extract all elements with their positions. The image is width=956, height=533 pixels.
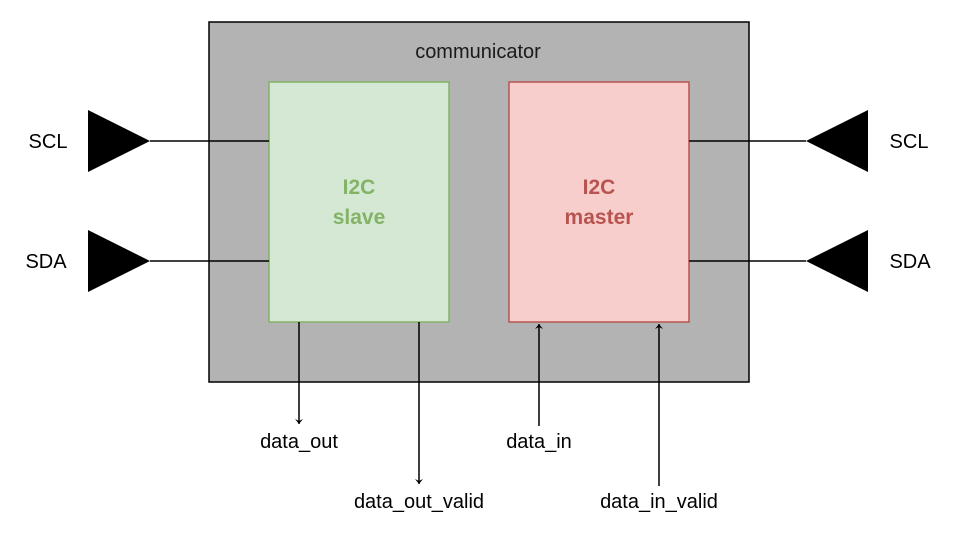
i2c-slave-block: [268, 81, 450, 323]
i2c-master-label-line1: I2C: [583, 176, 616, 199]
i2c-master-block: [508, 81, 690, 323]
data-in-label: data_in: [506, 431, 572, 453]
right-sda-port-icon: [806, 230, 868, 292]
left-sda-label: SDA: [25, 251, 67, 273]
data-out-valid-label: data_out_valid: [354, 491, 484, 513]
left-sda-port-icon: [88, 230, 150, 292]
data-in-valid-label: data_in_valid: [600, 491, 718, 513]
right-scl-label: SCL: [890, 131, 929, 153]
i2c-master-label-line2: master: [565, 206, 634, 229]
left-scl-port-icon: [88, 110, 150, 172]
right-sda-label: SDA: [889, 251, 931, 273]
communicator-title: communicator: [415, 41, 541, 63]
left-scl-label: SCL: [29, 131, 68, 153]
i2c-slave-label-line1: I2C: [343, 176, 376, 199]
data-out-label: data_out: [260, 431, 338, 453]
right-scl-port-icon: [806, 110, 868, 172]
i2c-slave-label-line2: slave: [333, 206, 386, 229]
